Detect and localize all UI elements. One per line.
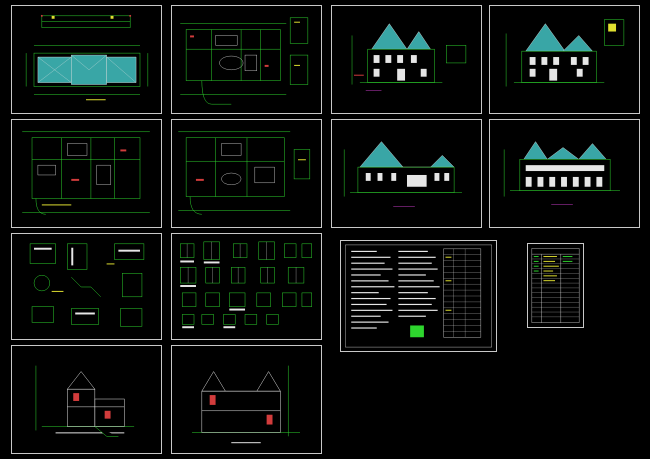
sheet-drawing-index[interactable] [527,243,584,328]
section-drawing [192,365,300,444]
sheet-rear-elevation[interactable] [331,119,482,228]
sheet-section-2-2[interactable] [171,345,322,454]
floor-plan-drawing [22,131,150,215]
sheet-window-door-details[interactable] [171,233,322,340]
sheet-section-1-1[interactable] [11,345,162,454]
sheet-stair-details[interactable] [11,233,162,340]
section-drawing [35,365,135,437]
sheet-first-floor-plan-a[interactable] [171,5,322,114]
detail-drawing [180,241,313,329]
sheet-roof-plan[interactable] [11,5,162,114]
index-table-drawing [531,248,580,323]
sheet-first-floor-plan-b[interactable] [11,119,162,228]
floor-plan-drawing [180,17,309,105]
sheet-design-notes[interactable] [340,240,497,352]
detail-drawing [29,243,145,327]
elevation-drawing [503,141,620,205]
sheet-left-elevation[interactable] [489,119,640,228]
notes-drawing [345,244,492,348]
sheet-second-floor-plan[interactable] [171,119,322,228]
elevation-drawing [505,19,625,87]
elevation-drawing [343,141,462,207]
elevation-drawing [351,23,467,91]
floor-plan-drawing [178,131,311,215]
sheet-side-elevation[interactable] [489,5,640,114]
sheet-front-elevation[interactable] [331,5,482,114]
roof-plan-drawing [25,14,149,101]
